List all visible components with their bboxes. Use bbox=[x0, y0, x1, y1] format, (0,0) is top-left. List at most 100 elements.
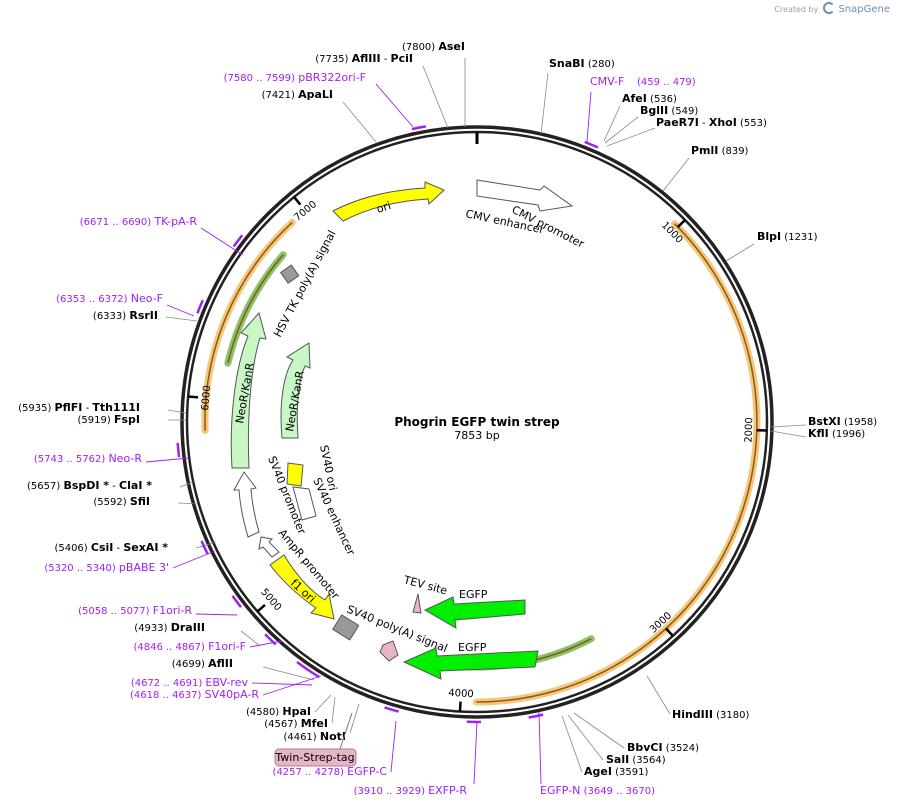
ori-arrow[interactable] bbox=[332, 181, 445, 222]
restriction-site-label[interactable]: BlpI (1231) bbox=[757, 230, 818, 243]
restriction-site-label[interactable]: (4699) AflII bbox=[172, 657, 233, 670]
site-leader-line bbox=[349, 703, 360, 734]
primer-label[interactable]: (6671 .. 6690) TK-pA-R bbox=[80, 215, 198, 228]
restriction-site-label[interactable]: AfeI (536) bbox=[622, 92, 677, 105]
restriction-site-label[interactable]: (4461) NotI bbox=[283, 730, 346, 743]
egfp-upper-arrow[interactable] bbox=[423, 596, 526, 629]
restriction-site-label[interactable]: BbvCI (3524) bbox=[627, 741, 699, 754]
primer-label[interactable]: EGFP-N (3649 .. 3670) bbox=[540, 784, 655, 797]
site-position: (5592) bbox=[93, 497, 129, 508]
ampr-promoter-arrow[interactable] bbox=[258, 536, 280, 558]
site-position: (4580) bbox=[246, 707, 282, 718]
primer-label[interactable]: (4618 .. 4637) SV40pA-R bbox=[130, 688, 259, 701]
primer-label[interactable]: CMV-F(459 .. 479) bbox=[590, 75, 696, 88]
site-leader-line bbox=[179, 481, 194, 488]
primer-mark[interactable] bbox=[196, 299, 204, 314]
tev-site-arrow[interactable] bbox=[412, 593, 422, 614]
twin-strep-tag-arrow[interactable] bbox=[379, 640, 399, 662]
primer-leader-line bbox=[586, 91, 592, 143]
restriction-site-label[interactable]: (6333) RsrII bbox=[93, 309, 158, 322]
restriction-site-label[interactable]: PaeR7I - XhoI (553) bbox=[656, 116, 767, 129]
restriction-site-label[interactable]: SalI (3564) bbox=[606, 753, 666, 766]
hsv-tk-polya-box[interactable] bbox=[279, 264, 300, 284]
primer-label[interactable]: (4672 .. 4691) EBV-rev bbox=[131, 676, 249, 689]
site-extra-name: XhoI bbox=[709, 116, 737, 129]
restriction-site-label[interactable]: (5935) PflFI - Tth111I bbox=[18, 401, 140, 414]
egfp-lower-label: EGFP bbox=[458, 641, 487, 654]
primer-mark[interactable] bbox=[264, 633, 277, 646]
restriction-site-label[interactable]: KflI (1996) bbox=[808, 427, 865, 440]
orf-phogrin-outer-highlight[interactable] bbox=[472, 220, 761, 706]
sv40-enhancer-box[interactable] bbox=[292, 486, 317, 521]
restriction-site-label[interactable]: (5919) FspI bbox=[78, 413, 140, 426]
primer-mark[interactable] bbox=[584, 140, 599, 149]
orf-neokanr-inner-line bbox=[227, 254, 284, 364]
restriction-site-layer: (7800) AseI(7735) AflIII - PciI (7421) Ap… bbox=[18, 40, 877, 778]
backbone-outer-ring bbox=[180, 125, 774, 719]
primer-label[interactable]: (3910 .. 3929) EXFP-R bbox=[354, 784, 468, 797]
restriction-site-label[interactable]: (4580) HpaI bbox=[246, 705, 311, 718]
primer-name: Neo-F bbox=[131, 292, 163, 305]
primer-mark[interactable] bbox=[176, 442, 181, 458]
site-position: (549) bbox=[668, 106, 698, 117]
tick-mark bbox=[665, 627, 674, 637]
primer-range: (4618 .. 4637) bbox=[130, 690, 205, 701]
restriction-site-label[interactable]: (5406) CsiI - SexAI * bbox=[54, 541, 168, 554]
restriction-site-label[interactable]: AgeI (3591) bbox=[584, 765, 648, 778]
site-separator: - bbox=[109, 481, 119, 492]
site-name: AflIII bbox=[352, 52, 381, 65]
primer-label[interactable]: (4846 .. 4867) F1ori-F bbox=[133, 640, 246, 653]
site-name: BstXI bbox=[808, 415, 841, 428]
egfp-lower-arrow[interactable] bbox=[402, 647, 539, 680]
site-position: (7800) bbox=[402, 42, 438, 53]
restriction-site-label[interactable]: BstXI (1958) bbox=[808, 415, 877, 428]
primer-label[interactable]: (5743 .. 5762) Neo-R bbox=[34, 452, 143, 465]
sv40-ori-box[interactable] bbox=[286, 462, 304, 487]
restriction-site-label[interactable]: (4933) DraIII bbox=[134, 621, 205, 634]
primer-label[interactable]: (6353 .. 6372) Neo-F bbox=[56, 292, 163, 305]
restriction-site-label[interactable]: SnaBI (280) bbox=[549, 57, 615, 70]
restriction-site-label[interactable]: HindIII (3180) bbox=[672, 708, 749, 721]
restriction-site-label[interactable]: (7421) ApaLI bbox=[262, 88, 333, 101]
neokanr-outer-arrow[interactable] bbox=[230, 311, 267, 469]
restriction-site-label[interactable]: (7735) AflIII - PciI bbox=[315, 52, 413, 65]
restriction-site-label[interactable]: (4567) MfeI bbox=[264, 717, 328, 730]
site-position: (5657) bbox=[27, 481, 63, 492]
site-position: (7735) bbox=[315, 54, 351, 65]
primer-mark[interactable] bbox=[306, 668, 321, 679]
site-separator: - bbox=[82, 403, 92, 414]
primer-label[interactable]: (5058 .. 5077) F1ori-R bbox=[78, 604, 192, 617]
ori-label: ori bbox=[375, 199, 393, 216]
restriction-site-label[interactable]: (5657) BspDI * - ClaI * bbox=[27, 479, 152, 492]
primer-label[interactable]: (7580 .. 7599) pBR322ori-F bbox=[224, 71, 366, 84]
sv40-polya-box[interactable] bbox=[332, 614, 360, 641]
primer-range: (5320 .. 5340) bbox=[44, 563, 119, 574]
primer-label[interactable]: (4257 .. 4278) EGFP-C bbox=[273, 765, 388, 778]
site-position: (5919) bbox=[78, 415, 114, 426]
primer-mark[interactable] bbox=[232, 234, 244, 248]
primer-mark[interactable] bbox=[200, 540, 209, 555]
twin-strep-tag-box[interactable] bbox=[274, 748, 357, 767]
orf-layer bbox=[201, 218, 761, 706]
primer-leader-line bbox=[375, 83, 414, 128]
tick-label: 4000 bbox=[448, 688, 474, 700]
restriction-site-label[interactable]: BglII (549) bbox=[640, 104, 698, 117]
site-leader-line bbox=[167, 409, 187, 414]
site-leader-line bbox=[573, 712, 625, 749]
cmv-promoter-arrow[interactable] bbox=[476, 179, 574, 212]
sv40-promoter-arrow[interactable] bbox=[233, 471, 260, 538]
site-position: (4933) bbox=[134, 623, 170, 634]
restriction-site-label[interactable]: PmlI (839) bbox=[691, 144, 749, 157]
site-leader-line bbox=[195, 541, 217, 549]
neokanr-inner-arrow[interactable] bbox=[280, 342, 311, 439]
primer-mark[interactable] bbox=[384, 706, 399, 713]
f1-ori-arrow[interactable] bbox=[269, 554, 335, 620]
restriction-site-label[interactable]: (5592) SfiI bbox=[93, 495, 150, 508]
primer-label[interactable]: (5320 .. 5340) pBABE 3' bbox=[44, 561, 169, 574]
restriction-site-label[interactable]: (7800) AseI bbox=[402, 40, 465, 53]
primer-mark[interactable] bbox=[231, 595, 242, 608]
primer-mark[interactable] bbox=[528, 713, 544, 719]
primer-mark[interactable] bbox=[411, 125, 427, 131]
plasmid-name: Phogrin EGFP twin strep bbox=[394, 415, 560, 429]
tick-mark bbox=[256, 603, 266, 613]
